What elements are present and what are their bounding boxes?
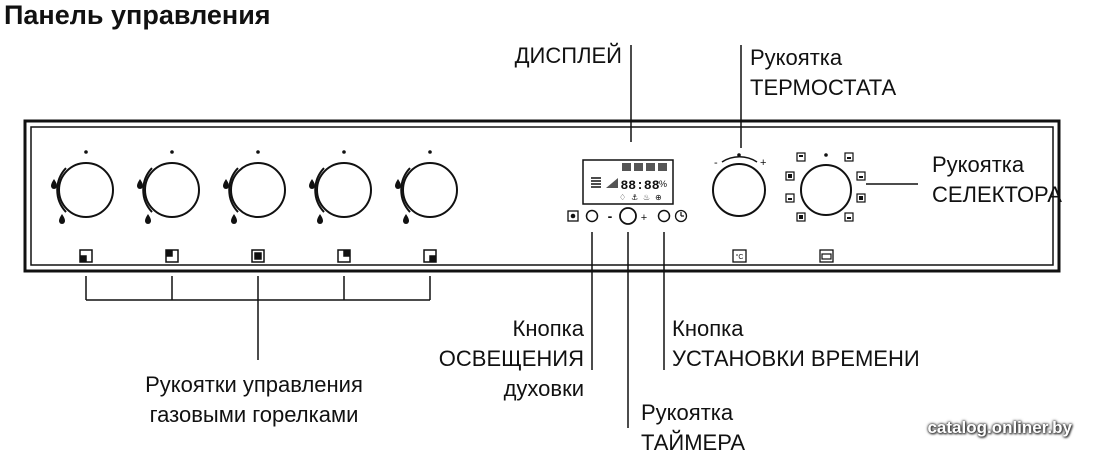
light-button[interactable] <box>567 209 599 223</box>
burner-front-left-icon <box>79 249 93 263</box>
gas-knobs-bracket <box>85 276 431 360</box>
svg-text:%: % <box>659 179 667 189</box>
burner-rear-right-icon <box>337 249 351 263</box>
watermark: catalog.onliner.by <box>927 418 1072 437</box>
timer-plus-icon: + <box>641 212 647 224</box>
time-button-label: Кнопка УСТАНОВКИ ВРЕМЕНИ <box>672 316 920 371</box>
selector-knob[interactable] <box>785 152 866 263</box>
svg-text:♨: ♨ <box>643 193 650 202</box>
svg-text:♢: ♢ <box>619 193 626 202</box>
lcd-display: 88:88 % ♢ ⚓ ♨ ⊕ <box>582 159 674 205</box>
time-set-button[interactable] <box>657 209 688 223</box>
light-button-label: Кнопка ОСВЕЩЕНИЯ духовки <box>438 316 584 401</box>
svg-text:+: + <box>760 157 766 169</box>
timer-knob[interactable]: - + <box>608 207 648 225</box>
svg-text:-: - <box>714 157 718 169</box>
display-readout: 88:88 <box>620 178 659 193</box>
svg-text:⊕: ⊕ <box>655 193 662 202</box>
thermostat-knob[interactable]: - + °C <box>712 153 766 263</box>
thermostat-label: Рукоятка ТЕРМОСТАТА <box>750 45 897 100</box>
display-label: ДИСПЛЕЙ <box>514 43 622 68</box>
selector-label: Рукоятка СЕЛЕКТОРА <box>932 152 1062 207</box>
gas-knobs-label: Рукоятки управления газовыми горелками <box>145 372 363 427</box>
celsius-icon: °C <box>736 253 744 261</box>
burner-center-icon <box>251 249 265 263</box>
timer-minus-icon: - <box>608 208 613 224</box>
panel-inner-frame <box>30 126 1054 266</box>
burner-front-right-icon <box>423 249 437 263</box>
burner-rear-left-icon <box>165 249 179 263</box>
svg-text:⚓: ⚓ <box>631 193 638 202</box>
page-title: Панель управления <box>4 0 271 30</box>
timer-label: Рукоятка ТАЙМЕРА <box>641 400 746 455</box>
